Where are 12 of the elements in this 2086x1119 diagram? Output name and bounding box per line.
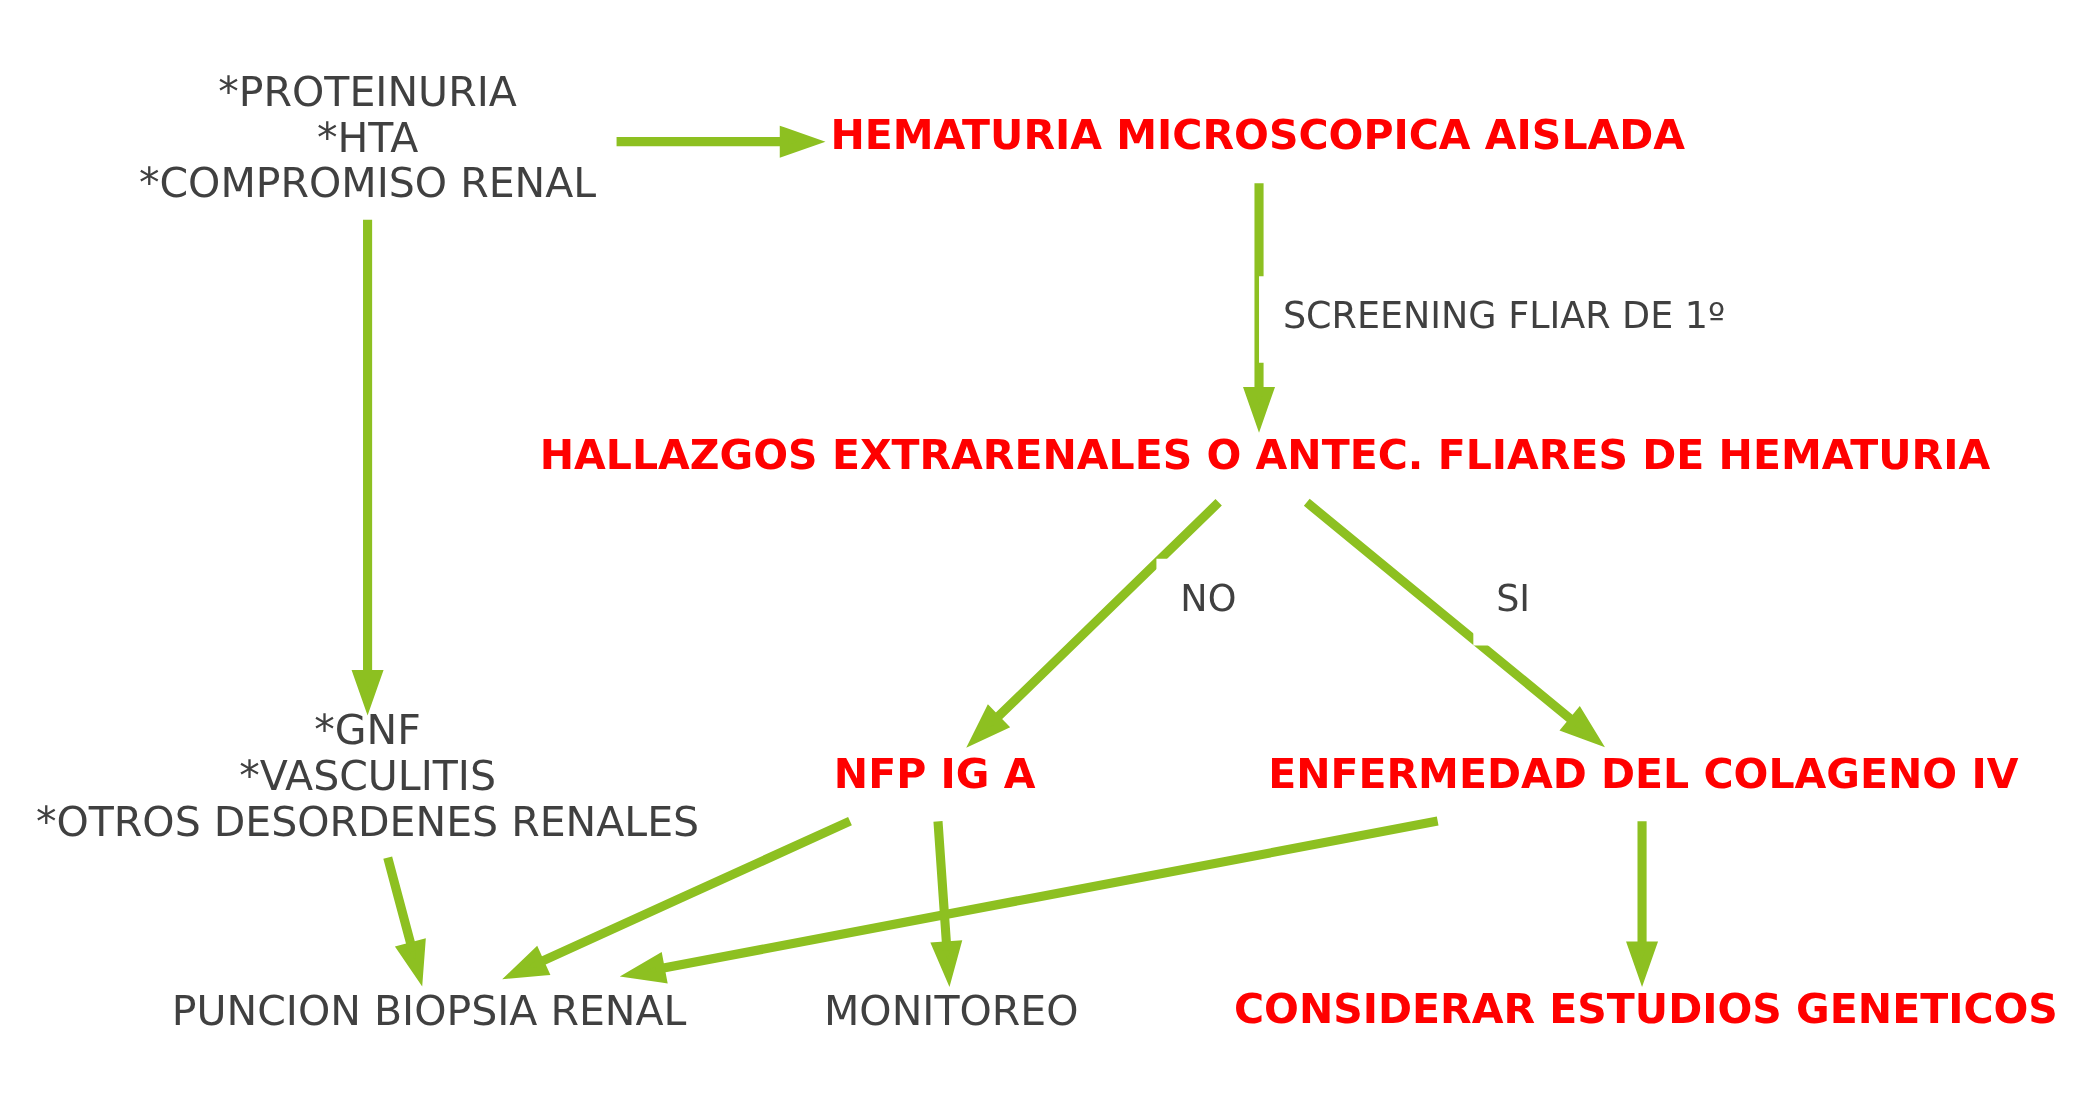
node-text: MONITOREO: [823, 986, 1079, 1035]
node-text: *GNF *VASCULITIS *OTROS DESORDENES RENALES: [36, 705, 700, 846]
edge-label: NO: [1180, 576, 1237, 620]
node-text: ENFERMEDAD DEL COLAGENO IV: [1268, 749, 2019, 798]
edge-label: SI: [1496, 576, 1531, 620]
node-text: PUNCION BIOPSIA RENAL: [171, 986, 687, 1035]
edge-label: SCREENING FLIAR DE 1º: [1282, 293, 1726, 337]
node-text: NFP IG A: [833, 749, 1036, 798]
node-text: HALLAZGOS EXTRARENALES O ANTEC. FLIARES DE HEMATURIA: [539, 430, 1991, 479]
node-text: HEMATURIA MICROSCOPICA AISLADA: [830, 110, 1686, 159]
node-text: *PROTEINURIA *HTA *COMPROMISO RENAL: [138, 67, 597, 207]
node-text: CONSIDERAR ESTUDIOS GENETICOS: [1233, 984, 2058, 1033]
